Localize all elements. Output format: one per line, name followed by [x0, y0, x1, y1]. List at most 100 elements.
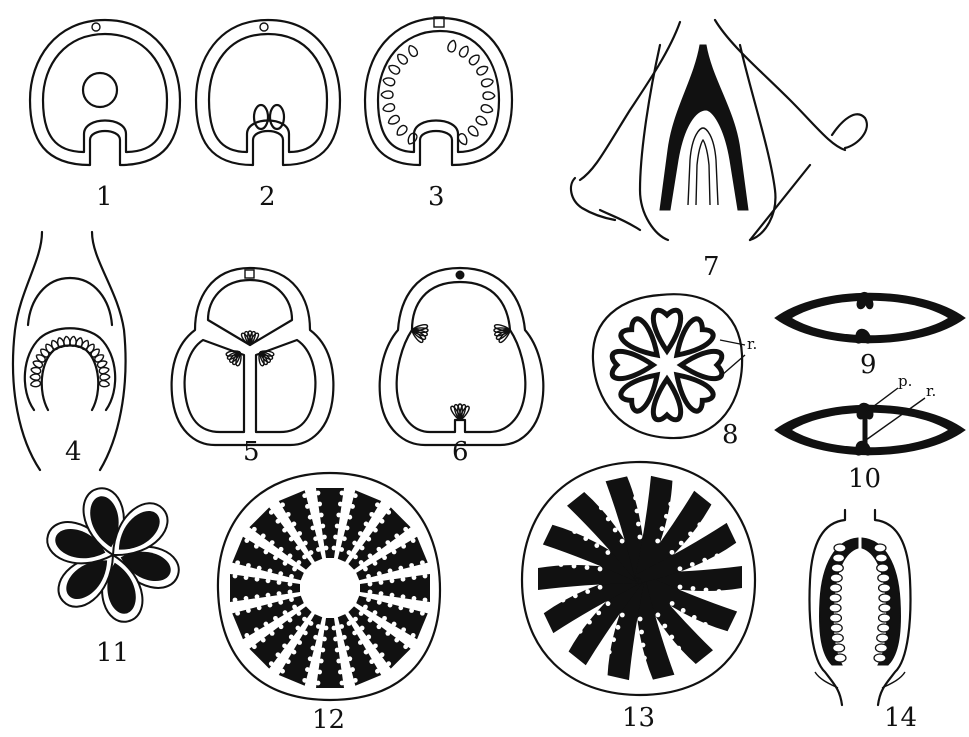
ovule-dot — [257, 566, 262, 571]
ovule-dot — [594, 543, 599, 548]
ovule — [879, 604, 891, 612]
ovule-dot — [607, 650, 612, 655]
ovule — [830, 574, 842, 582]
ovule-dot — [632, 483, 637, 488]
figure-1-ovary-section — [30, 20, 180, 165]
ovule-dot — [377, 547, 382, 552]
ovule-dot — [583, 536, 588, 541]
ovule — [879, 614, 891, 622]
ovule-dot — [730, 591, 735, 596]
ovule-dot — [322, 637, 327, 642]
figure-10-lens-section — [775, 388, 965, 455]
ovule-dot — [320, 524, 325, 529]
ovule-dot — [714, 629, 719, 634]
ovule-dot — [364, 650, 369, 655]
figure-number-14: 14 — [884, 703, 917, 733]
ovule-dot — [308, 656, 313, 661]
ovule — [879, 584, 891, 592]
ovule — [409, 46, 418, 57]
ovule-dot — [598, 567, 603, 572]
ovule-dot — [423, 574, 428, 579]
ovule-dot — [277, 580, 282, 585]
ovule-dot — [269, 510, 274, 515]
ovule-dot — [254, 627, 259, 632]
ovule-dot — [233, 574, 238, 579]
ovule — [833, 644, 845, 652]
ovule — [829, 594, 841, 602]
ovule-dot — [573, 593, 578, 598]
ovule-dot — [420, 611, 425, 616]
ovule-dot — [616, 625, 621, 630]
ovule-dot — [394, 534, 399, 539]
ovule-dot — [690, 562, 695, 567]
ovule-dot — [279, 624, 284, 629]
figure-number-6: 6 — [452, 437, 469, 467]
ovule-dot — [360, 626, 365, 631]
ovule — [468, 126, 478, 136]
figure-5-ovary-section — [172, 268, 334, 445]
figure-number-10: 10 — [848, 464, 881, 494]
ovule-dot — [347, 621, 352, 626]
ovule-dot — [358, 640, 363, 645]
ovule-dot — [273, 616, 278, 621]
ovule-dot — [292, 567, 297, 572]
ovule-dot — [288, 618, 293, 623]
ovule-dot — [377, 600, 382, 605]
ovule-dot — [309, 550, 314, 555]
ovule-dot — [342, 635, 347, 640]
ovule-dot — [286, 512, 291, 517]
ovule-dot — [317, 670, 322, 675]
ovule-dot — [303, 631, 308, 636]
ovule-dot — [342, 536, 347, 541]
ovule — [878, 574, 890, 582]
ovule-dot — [358, 531, 363, 536]
ovule-dot — [333, 535, 338, 540]
ovule-dot — [379, 580, 384, 585]
ovule — [834, 544, 846, 552]
ovule-dot — [668, 502, 673, 507]
ovule-dot — [401, 577, 406, 582]
ovule-dot — [373, 610, 378, 615]
ovule-dot — [412, 596, 417, 601]
ovule-dot — [303, 541, 308, 546]
ovule-dot — [316, 681, 321, 686]
ovule-dot — [692, 615, 697, 620]
ovule-dot — [353, 554, 358, 559]
ovule-dot — [599, 505, 604, 510]
ovule — [831, 564, 843, 572]
ovule-dot — [697, 522, 702, 527]
ovule-dot — [366, 635, 371, 640]
ovule-dot — [377, 624, 382, 629]
ovule-dot — [255, 577, 260, 582]
ovule-dot — [350, 667, 355, 672]
ovule-dot — [403, 644, 408, 649]
ovule — [879, 594, 891, 602]
ovule-dot — [423, 598, 428, 603]
ovule-dot — [269, 661, 274, 666]
ovule-dot — [390, 578, 395, 583]
ovule-dot — [339, 624, 344, 629]
ovule — [875, 554, 887, 562]
ovule-dot — [379, 591, 384, 596]
ovule-dot — [670, 601, 675, 606]
ovule-dot — [655, 539, 660, 544]
figure-12-ovary-section — [218, 473, 440, 700]
ovule — [397, 125, 407, 135]
ovule-dot — [679, 541, 684, 546]
figure-2-ovary-section — [196, 20, 340, 165]
ovule-dot — [235, 611, 240, 616]
ovule-dot — [702, 558, 707, 563]
figure-number-12: 12 — [312, 705, 345, 735]
ovule-dot — [359, 560, 364, 565]
ovule-dot — [292, 522, 297, 527]
ovule-dot — [368, 618, 373, 623]
ovule-dot — [585, 589, 590, 594]
ovule-dot — [244, 538, 249, 543]
ovule-dot — [352, 631, 357, 636]
figure-number-1: 1 — [96, 182, 113, 212]
ovule — [476, 116, 487, 125]
figure-number-11: 11 — [96, 638, 129, 668]
ovule — [383, 104, 395, 112]
ovule-dot — [388, 603, 393, 608]
